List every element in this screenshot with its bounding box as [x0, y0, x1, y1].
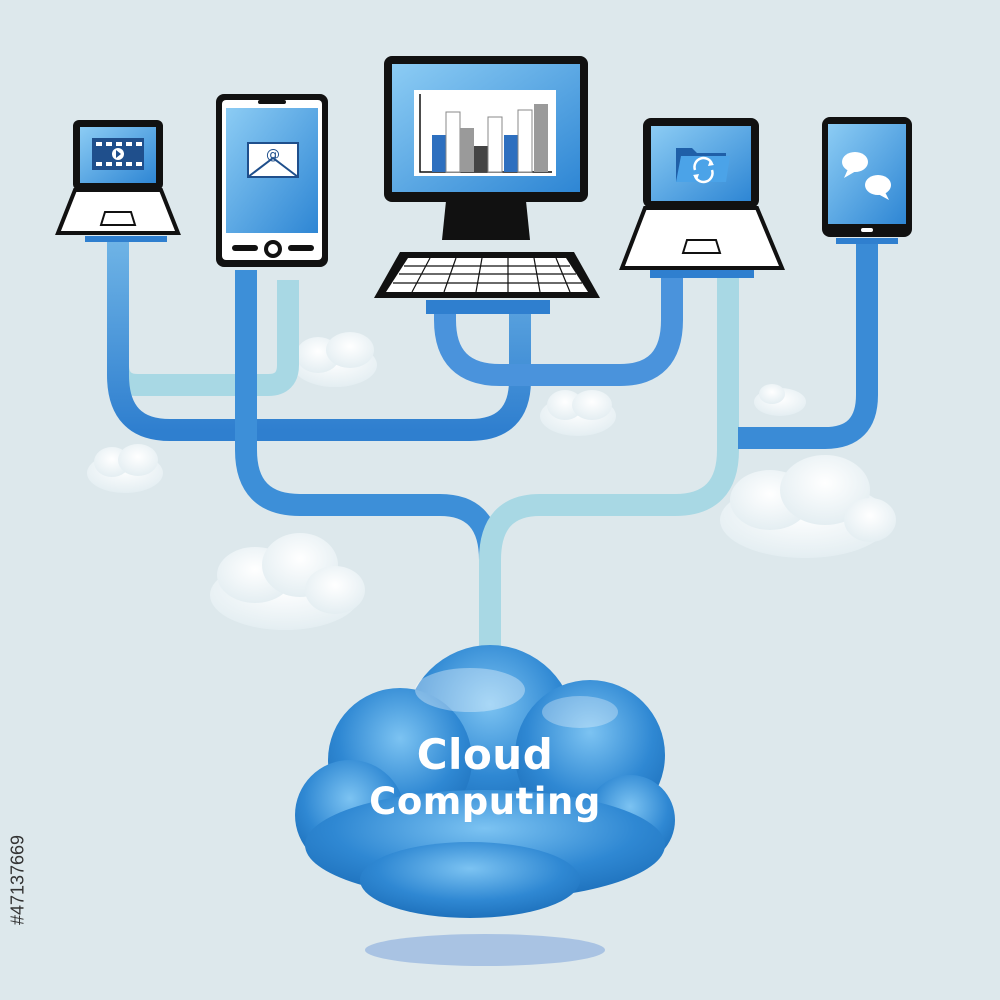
- smartphone-device: @: [216, 94, 328, 267]
- decorative-cloud: [210, 533, 365, 630]
- decorative-cloud: [293, 332, 377, 387]
- email-icon: @: [248, 143, 298, 177]
- tablet-device: [822, 117, 912, 244]
- decorative-cloud: [754, 384, 806, 416]
- decorative-cloud: [87, 444, 163, 493]
- stock-id-text: #47137669: [8, 835, 29, 925]
- stock-id-label: #47137669: [4, 770, 32, 990]
- bar-chart-icon: [414, 90, 556, 176]
- laptop-device-right: [622, 118, 782, 278]
- laptop-device-left: [58, 120, 178, 242]
- decorative-cloud: [540, 390, 616, 436]
- cloud-title-line2: Computing: [300, 780, 670, 823]
- decorative-cloud: [720, 455, 896, 558]
- folder-sync-icon: [676, 148, 730, 182]
- desktop-computer-device: [374, 56, 600, 314]
- svg-text:@: @: [266, 147, 280, 163]
- video-play-icon: [92, 138, 144, 170]
- cloud-title-line1: Cloud: [300, 730, 670, 779]
